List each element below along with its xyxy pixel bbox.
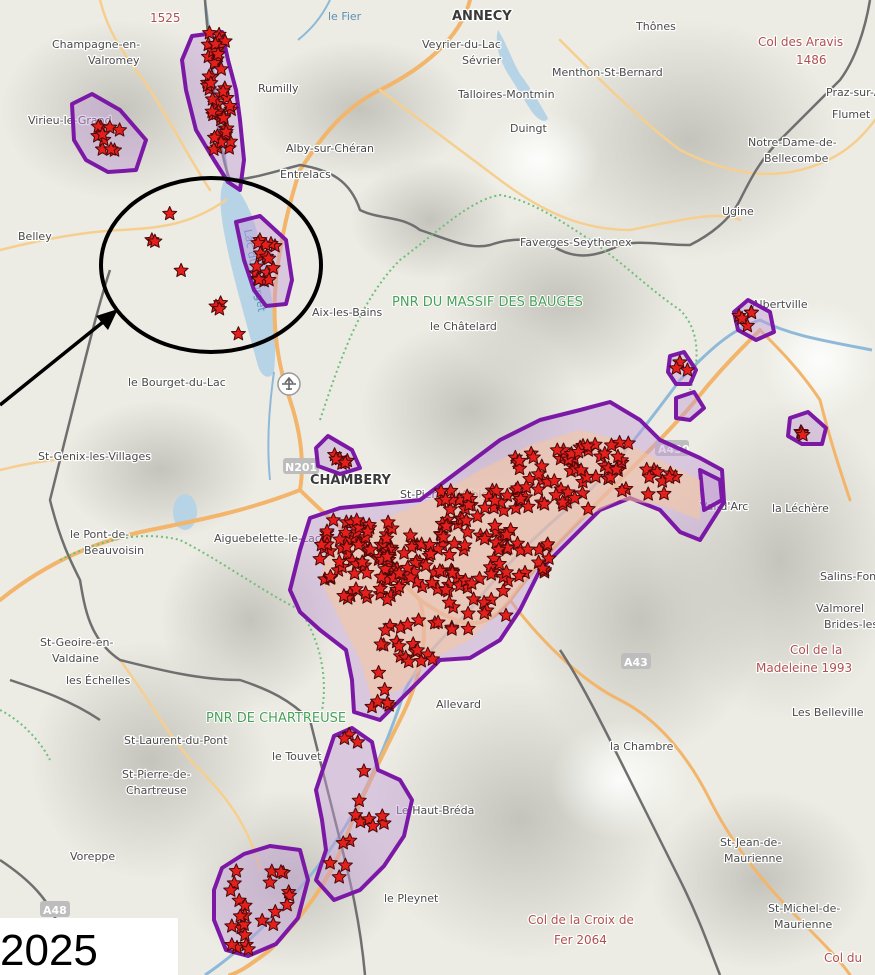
road-shield-a48: A48	[40, 901, 70, 917]
label-col-aravis-2: 1486	[796, 53, 827, 67]
label-col-galibier: Col du	[824, 951, 862, 965]
label-ugine: Ugine	[722, 205, 754, 218]
label-belleville: Les Belleville	[792, 706, 864, 719]
svg-text:N201: N201	[285, 461, 317, 474]
label-duingt: Duingt	[510, 122, 547, 135]
label-rumilly: Rumilly	[258, 82, 299, 95]
label-chatelard: le Châtelard	[430, 320, 497, 333]
label-stmichel-2: Maurienne	[774, 918, 832, 931]
label-stjean-2: Maurienne	[724, 852, 782, 865]
label-aiguebelette: Aiguebelette-le-Lac	[214, 532, 321, 545]
label-stmichel-1: St-Michel-de-	[768, 902, 840, 915]
label-lachambre: la Chambre	[610, 740, 674, 753]
road-shield-n201: N201	[283, 458, 319, 474]
label-hautbreda: Le Haut-Bréda	[396, 804, 474, 817]
road-shield-a43: A43	[621, 653, 651, 669]
label-entrelacs: Entrelacs	[280, 168, 331, 181]
label-col-aravis-1: Col des Aravis	[758, 35, 843, 49]
label-stgeoire-2: Valdaine	[52, 652, 99, 665]
label-belley: Belley	[18, 230, 52, 243]
label-nddb-2: Bellecombe	[764, 152, 829, 165]
zone-albertville-w[interactable]	[698, 468, 724, 512]
svg-text:A43: A43	[624, 656, 648, 669]
label-park-bauges: PNR DU MASSIF DES BAUGES	[392, 295, 583, 310]
label-touvet: le Touvet	[272, 750, 322, 763]
label-valmorel: Valmorel	[816, 602, 864, 615]
label-menthon: Menthon-St-Bernard	[552, 66, 663, 79]
label-top-elevation: 1525	[150, 11, 181, 25]
label-nddb-1: Notre-Dame-de-	[748, 136, 837, 149]
label-annecy: ANNECY	[452, 9, 512, 24]
label-col-madeleine-2: Madeleine 1993	[756, 661, 852, 675]
label-stpierre-ch-1: St-Pierre-de-	[122, 768, 191, 781]
label-stjean-1: St-Jean-de-	[720, 836, 781, 849]
label-flumet: Flumet	[832, 108, 871, 121]
lake-annecy	[496, 30, 548, 121]
airport-icon	[277, 372, 301, 396]
label-genix: St-Genix-les-Villages	[38, 450, 151, 463]
annotation-arrow	[0, 309, 118, 407]
label-champagne-1: Champagne-en-	[52, 38, 140, 51]
place-labels: ANNECY CHAMBERY Albertville Aix-les-Bain…	[17, 8, 875, 967]
svg-text:A48: A48	[43, 904, 67, 917]
label-chambery: CHAMBERY	[310, 473, 392, 488]
svg-text:A430: A430	[658, 443, 690, 456]
annotation-circle	[99, 176, 323, 354]
label-sevrier: Sévrier	[462, 54, 502, 67]
label-echelles: les Échelles	[66, 674, 131, 687]
label-stpierre-ch-2: Chartreuse	[126, 784, 187, 797]
zone-gresivaudan[interactable]	[314, 726, 414, 902]
year-label-box	[0, 918, 178, 975]
terrain-relief	[0, 20, 875, 970]
zone-gilly[interactable]	[674, 390, 706, 422]
label-salins: Salins-Fontaine	[820, 570, 875, 583]
label-stgeoire-1: St-Geoire-en-	[40, 636, 114, 649]
label-voreppe: Voreppe	[70, 850, 115, 863]
label-col-madeleine-1: Col de la	[790, 643, 842, 657]
label-laurent: St-Laurent-du-Pont	[124, 734, 228, 747]
label-champagne-2: Valromey	[88, 54, 140, 67]
road-shield-a430: A430	[655, 440, 690, 456]
label-thones: Thônes	[635, 20, 676, 33]
label-brides: Brides-les-Bains	[824, 618, 875, 631]
label-talloires: Talloires-Montmin	[457, 88, 555, 101]
label-alby: Alby-sur-Chéran	[286, 142, 374, 155]
label-pont-1: le Pont-de-	[70, 528, 129, 541]
label-pont-2: Beauvoisin	[84, 544, 144, 557]
label-veyrier: Veyrier-du-Lac	[422, 38, 501, 51]
label-bourget: le Bourget-du-Lac	[128, 376, 226, 389]
label-aix: Aix-les-Bains	[312, 306, 383, 319]
label-faverges: Faverges-Seythenex	[520, 236, 632, 249]
park-boundaries	[0, 193, 698, 761]
label-pleynet: le Pleynet	[384, 892, 439, 905]
label-allevard: Allevard	[436, 698, 481, 711]
label-virieu: Virieu-le-Grand	[28, 114, 112, 127]
label-lechere: la Léchère	[772, 502, 829, 515]
label-fier: le Fier	[328, 10, 362, 23]
label-praz: Praz-sur-Arly	[826, 86, 875, 99]
label-park-chartreuse: PNR DE CHARTREUSE	[206, 711, 346, 726]
year-label: 2025	[0, 926, 98, 975]
zone-combe-inner-fill	[320, 430, 700, 700]
label-col-croix-1: Col de la Croix de	[528, 913, 634, 927]
label-col-croix-2: Fer 2064	[554, 933, 607, 947]
